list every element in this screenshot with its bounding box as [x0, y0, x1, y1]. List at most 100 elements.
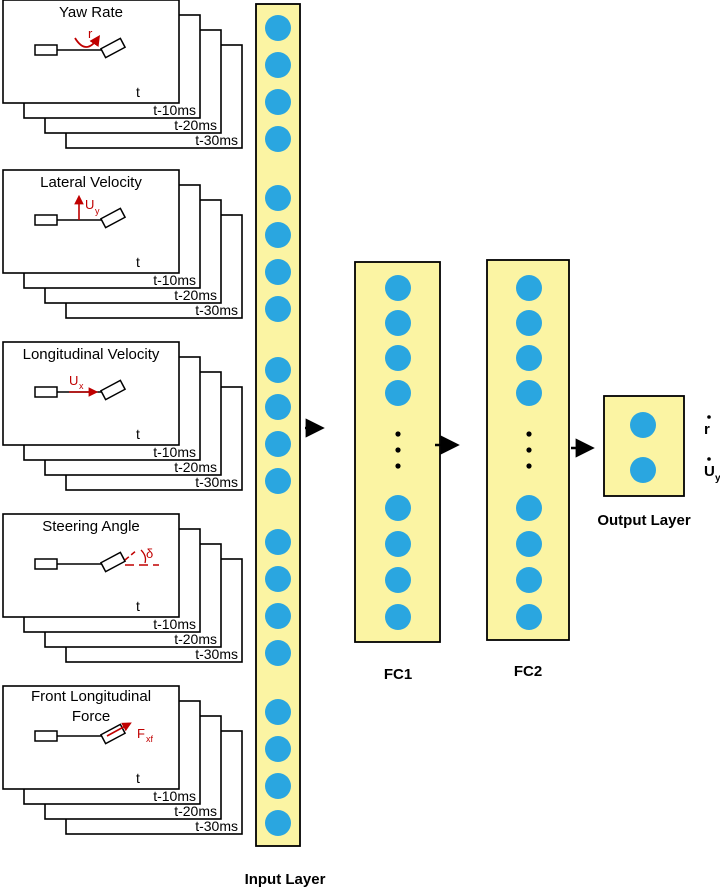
card-title: Front Longitudinal	[31, 688, 151, 705]
fc1-layer	[354, 261, 441, 643]
rear-wheel-icon	[34, 44, 58, 56]
neuron	[265, 810, 291, 836]
neuron	[516, 345, 542, 371]
current-card	[2, 169, 180, 274]
ellipsis-dot	[526, 431, 532, 437]
neuron	[516, 310, 542, 336]
angle-arc-icon	[140, 549, 147, 564]
neuron	[265, 296, 291, 322]
rear-wheel-icon	[34, 214, 58, 226]
neuron	[265, 699, 291, 725]
card-title: Force	[72, 708, 110, 725]
output-layer-label: Output Layer	[597, 512, 691, 529]
ellipsis-dot	[395, 463, 401, 469]
neuron	[265, 736, 291, 762]
neuron	[385, 495, 411, 521]
variable-subscript: y	[95, 206, 100, 216]
neuron	[385, 567, 411, 593]
time-label: t-10ms	[153, 102, 196, 118]
neuron	[516, 531, 542, 557]
output-symbol: U	[704, 463, 715, 480]
neuron	[265, 185, 291, 211]
neuron	[385, 275, 411, 301]
neuron	[516, 495, 542, 521]
front-wheel-rect	[99, 379, 127, 401]
neuron	[385, 310, 411, 336]
time-label: t-20ms	[174, 287, 217, 303]
time-label: t-20ms	[174, 631, 217, 647]
time-label: t-20ms	[174, 459, 217, 475]
vehicle-icon	[34, 207, 127, 229]
neuron	[516, 604, 542, 630]
time-label: t-30ms	[195, 302, 238, 318]
card-title: Lateral Velocity	[40, 174, 142, 191]
current-card	[2, 0, 180, 104]
variable-label: δ	[146, 546, 153, 561]
force-arrow-icon	[106, 722, 132, 737]
time-label: t-30ms	[195, 474, 238, 490]
time-label: t-10ms	[153, 272, 196, 288]
neuron	[265, 15, 291, 41]
time-label: t	[136, 254, 140, 270]
steer-line-icon	[124, 549, 138, 561]
time-label: t-10ms	[153, 788, 196, 804]
time-label: t	[136, 770, 140, 786]
neuron	[385, 604, 411, 630]
front-wheel-icon	[99, 207, 127, 229]
neuron	[265, 222, 291, 248]
neuron	[516, 275, 542, 301]
derivative-dot	[707, 415, 711, 419]
front-wheel-icon	[99, 379, 127, 401]
time-label: t-30ms	[195, 646, 238, 662]
time-label: t	[136, 426, 140, 442]
fc1-layer-label: FC1	[384, 666, 412, 683]
variable-label: U	[85, 197, 94, 212]
neuron	[516, 380, 542, 406]
layer-arrows	[305, 418, 595, 458]
variable-label: r	[88, 26, 93, 41]
neuron	[385, 380, 411, 406]
current-card	[2, 513, 180, 618]
neuron	[385, 531, 411, 557]
variable-subscript: x	[79, 381, 84, 391]
time-label: t-20ms	[174, 117, 217, 133]
neuron	[265, 603, 291, 629]
front-wheel-rect	[99, 551, 127, 573]
neuron	[265, 431, 291, 457]
neuron	[265, 259, 291, 285]
neuron	[265, 394, 291, 420]
rear-wheel-icon	[34, 386, 58, 398]
vehicle-icon	[34, 551, 127, 573]
variable-label: F	[137, 726, 145, 741]
neuron	[265, 529, 291, 555]
time-label: t-20ms	[174, 803, 217, 819]
time-label: t-30ms	[195, 132, 238, 148]
ellipsis-dot	[395, 431, 401, 437]
neuron	[265, 357, 291, 383]
time-label: t-10ms	[153, 616, 196, 632]
front-wheel-rect	[99, 37, 127, 59]
fc2-layer-label: FC2	[514, 663, 542, 680]
ellipsis-dot	[395, 447, 401, 453]
neuron	[630, 412, 656, 438]
neuron	[265, 126, 291, 152]
ellipsis-dot	[526, 447, 532, 453]
time-label: t	[136, 84, 140, 100]
output-subscript: y	[715, 473, 720, 484]
yaw-arrow-icon	[74, 35, 100, 48]
time-label: t	[136, 598, 140, 614]
neuron	[265, 468, 291, 494]
card-title: Longitudinal Velocity	[23, 346, 160, 363]
neuron	[265, 89, 291, 115]
neuron	[265, 566, 291, 592]
card-title: Yaw Rate	[59, 4, 123, 21]
front-wheel-icon	[99, 551, 127, 573]
network-layers	[255, 3, 685, 847]
